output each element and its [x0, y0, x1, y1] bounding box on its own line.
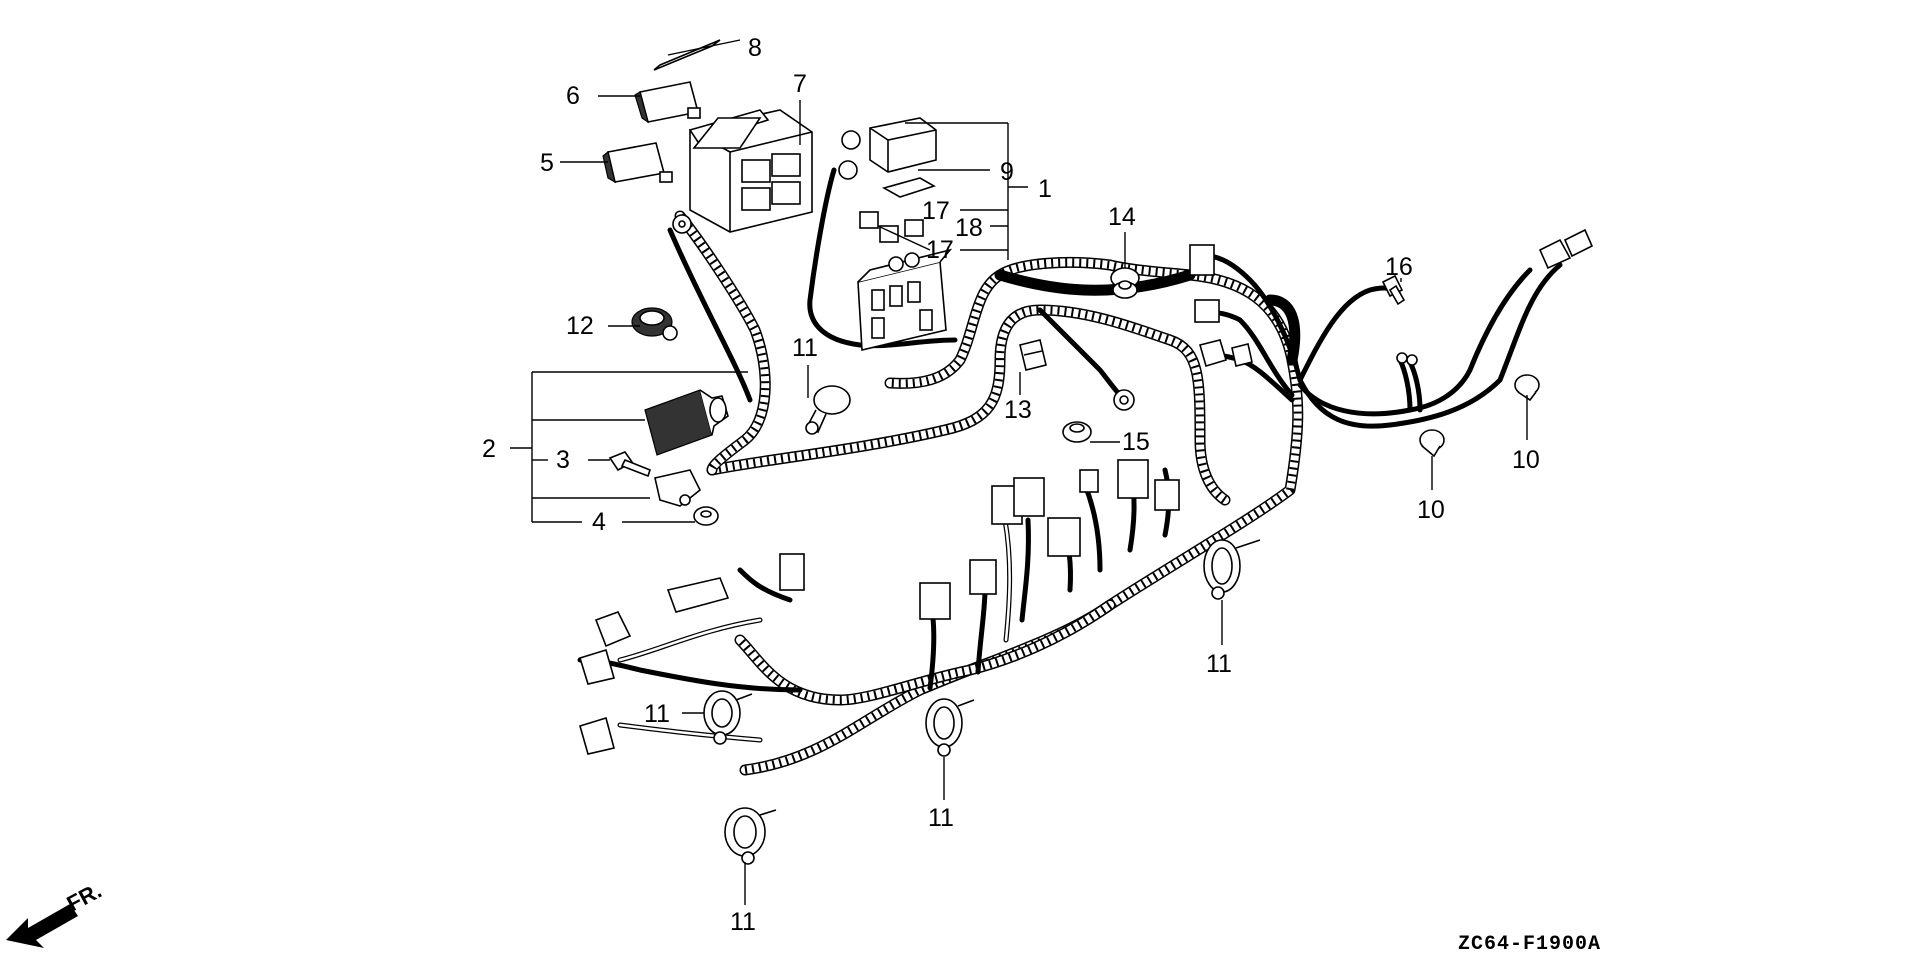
leader-lines	[510, 39, 1528, 905]
grommet-15	[1062, 421, 1092, 443]
bolt-3	[608, 451, 651, 478]
clamp-11-center	[925, 698, 975, 757]
arrow-left-icon	[6, 904, 78, 948]
callout-17-upper: 17	[922, 197, 950, 225]
clip-10-middle	[1419, 429, 1445, 458]
callout-14: 14	[1108, 203, 1136, 231]
callout-7: 7	[793, 70, 807, 98]
callout-5: 5	[540, 149, 554, 177]
clamp-11-bottom	[724, 807, 777, 865]
fuses-17	[859, 211, 924, 243]
relay-6	[634, 81, 701, 124]
nut-4	[693, 506, 719, 526]
harness-connectors	[579, 459, 1180, 755]
callout-6: 6	[566, 82, 580, 110]
callout-8: 8	[748, 34, 762, 62]
callout-17-lower: 17	[926, 236, 954, 264]
callout-10-middle: 10	[1417, 496, 1445, 524]
battery-terminal	[654, 469, 702, 507]
clip-13	[1019, 339, 1047, 371]
fuse-label-strip	[653, 39, 721, 71]
relay-5	[602, 142, 673, 184]
drawing-code: ZC64-F1900A	[1458, 933, 1601, 956]
callouts: 8 7 6 5 9 1 17 18 17 14 16 12 11 13 15 2…	[482, 34, 1540, 936]
callout-2: 2	[482, 435, 496, 463]
callout-13: 13	[1004, 396, 1032, 424]
callout-9: 9	[1000, 158, 1014, 186]
callout-11-top: 11	[792, 334, 818, 362]
clamp-11-right	[1203, 539, 1261, 600]
callout-1: 1	[1038, 175, 1052, 203]
callout-3: 3	[556, 446, 570, 474]
ground-terminals	[672, 130, 1135, 411]
callout-11-center: 11	[928, 804, 954, 832]
clamp-11-top	[805, 385, 851, 435]
callout-16: 16	[1385, 253, 1413, 281]
callout-11-bottom: 11	[730, 908, 756, 936]
clamp-11-left	[703, 690, 753, 745]
main-harness	[674, 210, 1304, 776]
sensor-2	[644, 389, 729, 456]
callout-10-right: 10	[1512, 446, 1540, 474]
clip-12	[631, 307, 678, 341]
bolt-16	[1381, 274, 1406, 306]
branch-wires	[577, 167, 1563, 743]
front-arrow: FR.	[6, 878, 106, 948]
relay-group	[602, 39, 813, 233]
right-connectors	[1189, 228, 1594, 367]
callout-11-right: 11	[1206, 650, 1232, 678]
fuse-cover-9	[869, 117, 937, 198]
callout-18: 18	[955, 214, 983, 242]
callout-12: 12	[566, 312, 594, 340]
fuse-box-18	[857, 248, 953, 351]
callout-11-left: 11	[644, 700, 670, 728]
callout-15: 15	[1122, 428, 1150, 456]
callout-4: 4	[592, 508, 606, 536]
grommet-14	[1110, 267, 1140, 299]
